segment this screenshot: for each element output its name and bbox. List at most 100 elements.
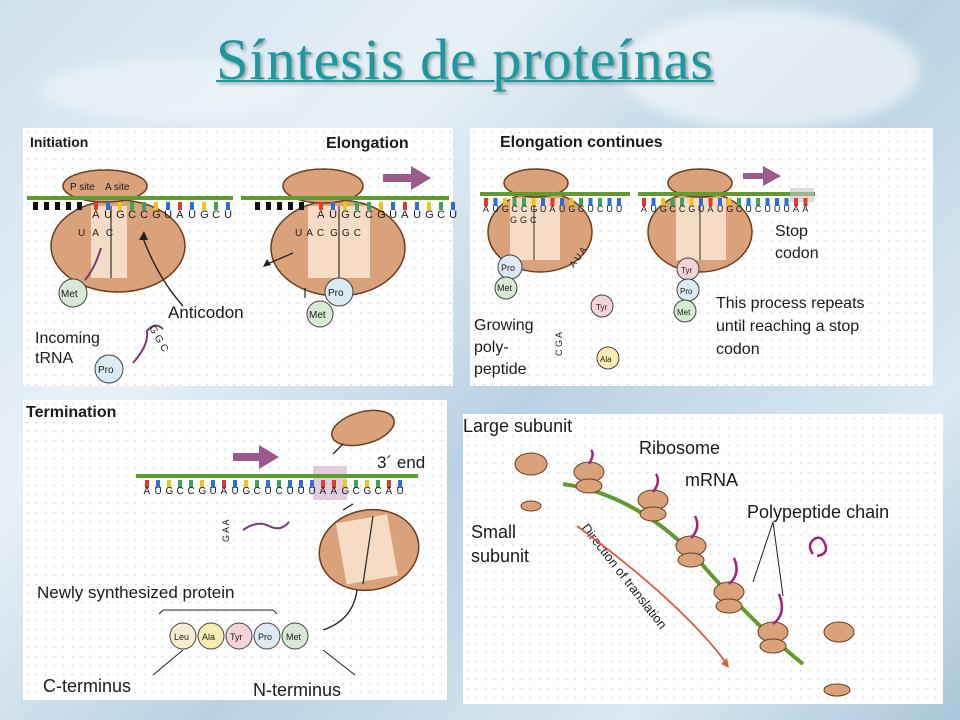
- mrna-base-tick: [214, 202, 218, 210]
- mrna-base-tick: [299, 480, 303, 488]
- elongation-continues-heading: Elongation continues: [500, 134, 663, 151]
- stop-label: Stop: [775, 223, 808, 240]
- mrna-base-letter: C: [177, 486, 184, 497]
- mrna-base-letter: U: [616, 204, 623, 214]
- mrna-base-tick: [737, 198, 741, 206]
- mrna-base-letter: C: [276, 486, 283, 497]
- amino-acid-bead: [281, 622, 309, 650]
- mrna-base-tick: [145, 480, 149, 488]
- ribosome-small: [759, 638, 787, 654]
- polypeptide-chain-label: Polypeptide chain: [747, 502, 889, 522]
- mrna-base-tick: [439, 202, 443, 210]
- mrna-base-tick: [765, 198, 770, 206]
- mrna-base-letter: U: [698, 204, 705, 214]
- mrna-base-tick: [503, 198, 507, 206]
- poly-label: poly-: [474, 339, 509, 356]
- repeat-line1: This process repeats: [716, 295, 865, 312]
- pro-label: Pro: [328, 288, 344, 299]
- ribosome-label: Ribosome: [639, 438, 720, 458]
- mrna-base-tick: [398, 480, 402, 488]
- mrna-base-tick: [588, 198, 593, 206]
- mrna-base-letter: U: [188, 209, 196, 221]
- mrna-base-tick: [493, 198, 498, 206]
- mrna-base-letter: A: [707, 204, 713, 214]
- mrna-base-tick: [288, 480, 292, 488]
- newly-synthesized-label: Newly synthesized protein: [37, 583, 234, 602]
- polypeptide-strand: [690, 515, 699, 539]
- mrna-base-letter: U: [329, 209, 337, 221]
- subunit-label: subunit: [471, 546, 529, 566]
- mrna-base-tick: [167, 480, 171, 488]
- amino-acid-bead: [197, 622, 225, 650]
- mrna-base-letter: A: [401, 209, 409, 221]
- mrna-base-tick: [598, 198, 602, 206]
- mrna-base-letter: A: [793, 204, 799, 214]
- mrna-base-tick: [661, 198, 665, 206]
- mrna-base-letter: U: [389, 209, 397, 221]
- mrna-base-letter: C: [365, 209, 373, 221]
- mrna-base-letter: C: [578, 204, 585, 214]
- repeat-line3: codon: [716, 341, 760, 358]
- mrna-base-letter: A: [221, 486, 228, 497]
- mrna-base-letter: A: [483, 204, 489, 214]
- mrna-base-letter: G: [199, 486, 207, 497]
- mrna-base-tick: [365, 480, 369, 488]
- mrna-base-tick: [321, 480, 325, 488]
- mrna-base-letter: G: [364, 486, 372, 497]
- mrna-base-letter: A: [386, 486, 393, 497]
- trna-label: tRNA: [35, 350, 74, 367]
- polysome-diagram: Large subunit Ribosome mRNA Small subuni…: [463, 416, 889, 697]
- mrna-base-letter: U: [210, 486, 217, 497]
- met-left: Met: [497, 283, 513, 293]
- translation-arrow: [383, 166, 431, 190]
- cga-label: C G A: [554, 332, 564, 356]
- mrna-base-tick: [226, 202, 230, 210]
- mrna-base-letter: U: [232, 486, 239, 497]
- mrna-base-tick: [94, 202, 98, 210]
- mrna-base-letter: G: [502, 204, 509, 214]
- mrna-base-tick: [379, 202, 383, 210]
- mrna-base-letter: C: [188, 486, 195, 497]
- repeat-line2: until reaching a stop: [716, 318, 859, 335]
- ribosome-small: [715, 598, 743, 614]
- mrna-base-tick: [142, 202, 146, 210]
- pro-amino-acid: [324, 277, 354, 307]
- mrna-base-letter: C: [437, 209, 445, 221]
- mrna-base-tick: [211, 480, 215, 488]
- mrna-leader-tick: [55, 202, 60, 210]
- met-label: Met: [61, 289, 78, 300]
- pro-amino-acid-incoming: [94, 354, 124, 384]
- mrna-base-tick: [451, 202, 455, 210]
- mrna-leader-tick: [299, 202, 304, 210]
- polysome-panel: Large subunit Ribosome mRNA Small subuni…: [463, 414, 943, 704]
- mrna-base-letter: G: [341, 209, 350, 221]
- mrna-base-letter: U: [540, 204, 547, 214]
- amino-acid-bead: [169, 622, 197, 650]
- polypeptide-strand: [728, 557, 738, 585]
- amino-acid-label: Met: [286, 632, 302, 642]
- mrna-base-tick: [708, 198, 713, 206]
- mrna-base-letter: U: [717, 204, 724, 214]
- pro-right: Pro: [680, 287, 693, 296]
- mrna-base-letter: U: [492, 204, 499, 214]
- mrna-base-tick: [403, 202, 407, 210]
- mrna-base-tick: [689, 198, 694, 206]
- mrna-base-letter: U: [287, 486, 294, 497]
- mrna-base-tick: [343, 202, 347, 210]
- mrna-base-letter: G: [726, 204, 733, 214]
- mrna-base-tick: [118, 202, 122, 210]
- mrna-leader-tick: [255, 202, 260, 210]
- mrna-base-tick: [699, 198, 703, 206]
- mrna-base-tick: [331, 202, 335, 210]
- mrna-base-letter: G: [116, 209, 125, 221]
- ribosome-small: [575, 478, 603, 494]
- termination-heading: Termination: [26, 404, 116, 421]
- mrna-base-tick: [775, 198, 779, 206]
- mrna-base-tick: [427, 202, 431, 210]
- amino-acid-label: Leu: [174, 632, 189, 642]
- anticodon-label: Anticodon: [168, 303, 244, 322]
- mrna-base-letter: A: [331, 486, 338, 497]
